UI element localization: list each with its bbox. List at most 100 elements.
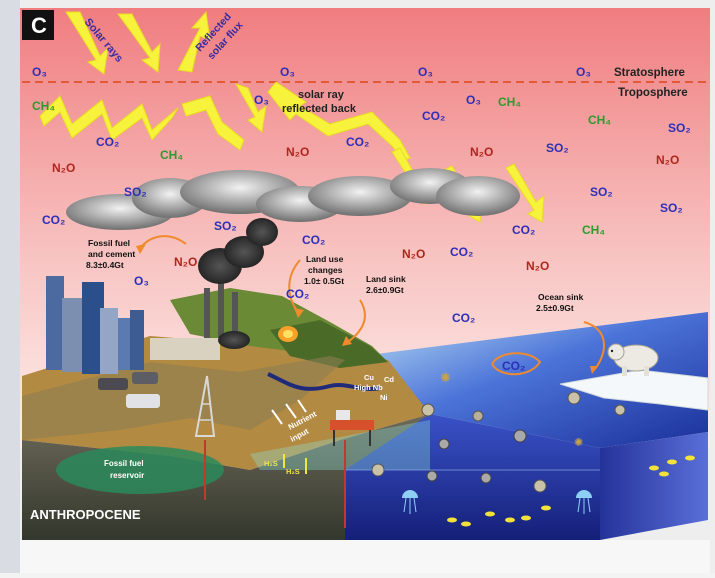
gas-so2: SO₂	[660, 201, 683, 215]
gas-n2o: N₂O	[174, 255, 197, 269]
building-1	[46, 276, 64, 370]
panel-letter: C	[31, 13, 47, 38]
smoke-ground	[218, 331, 250, 349]
ocean-sink-label: Ocean sink	[538, 292, 584, 302]
gas-o3: O₃	[576, 65, 591, 79]
stratosphere-label: Stratosphere	[614, 67, 685, 79]
city-buildings	[46, 276, 144, 374]
clouds	[66, 168, 520, 230]
soil-layer	[22, 356, 345, 440]
gas-co2: CO₂	[452, 311, 475, 325]
smoke-3	[246, 218, 278, 246]
building-3	[82, 282, 104, 374]
ocean-exchange-arrow	[491, 352, 542, 376]
nutrient-arrows	[271, 399, 307, 425]
gas-o3: O₃	[466, 93, 481, 107]
reflected-back-ray	[234, 83, 267, 133]
reflected-back-label-1: solar ray	[298, 89, 345, 101]
gas-so2: SO₂	[546, 141, 569, 155]
gas-o3: O₃	[280, 65, 295, 79]
gas-ch4: CH₄	[32, 99, 55, 113]
gas-co2: CO₂	[512, 223, 535, 237]
land-use-arrow	[288, 259, 301, 313]
bottom-band	[20, 540, 710, 573]
subsurface-soil	[22, 414, 430, 550]
plankton-icon-2: ✺	[574, 437, 583, 449]
reservoir-label-1: Fossil fuel	[104, 459, 144, 468]
forest-patch	[270, 320, 388, 368]
gas-co2: CO₂	[302, 233, 325, 247]
gas-o3: O₃	[32, 65, 47, 79]
h2s-arrows	[283, 454, 307, 474]
reflected-back-label-2: reflected back	[282, 103, 357, 115]
ocean-particles	[371, 391, 626, 493]
gas-o3: O₃	[418, 65, 433, 79]
metal-high-nb: High Nb	[354, 383, 383, 392]
jellyfish-icon	[402, 490, 592, 514]
building-4	[100, 308, 118, 374]
troposphere-label: Troposphere	[618, 87, 688, 99]
reservoir-label-2: reservoir	[110, 471, 144, 480]
flux-arrowheads	[136, 244, 598, 374]
gas-n2o: N₂O	[52, 161, 75, 175]
ocean-sink-value: 2.5±0.9Gt	[536, 303, 574, 313]
reflected-ray	[177, 10, 211, 73]
ocean-sink-arrow	[583, 321, 605, 371]
chimney-3	[232, 292, 238, 338]
gas-n2o: N₂O	[470, 145, 493, 159]
river	[267, 372, 381, 391]
land-use-value: 1.0± 0.5Gt	[304, 276, 344, 286]
gas-so2: SO₂	[668, 121, 691, 135]
h2s-label-2: H₂S	[286, 467, 300, 476]
polar-bear-icon	[607, 343, 659, 376]
h2s-label-1: H₂S	[264, 459, 278, 468]
cloud-5	[308, 176, 412, 216]
solar-ray-2	[117, 13, 161, 73]
gas-co2: CO₂	[346, 135, 369, 149]
car-1	[98, 378, 128, 390]
gas-so2: SO₂	[214, 219, 237, 233]
fossil-value: 8.3±0.4Gt	[86, 260, 124, 270]
era-label: ANTHROPOCENE	[30, 507, 141, 522]
factory-building	[150, 338, 220, 360]
coastal-water	[250, 420, 430, 470]
ocean-side-face	[600, 432, 708, 540]
panel-letter-box	[22, 10, 54, 40]
land-use-label-2: changes	[308, 265, 343, 275]
gas-n2o: N₂O	[402, 247, 425, 261]
gas-o3: O₃	[254, 93, 269, 107]
oil-derrick-icon	[194, 375, 216, 437]
land-sink-value: 2.6±0.9Gt	[366, 285, 404, 295]
cloud-7	[436, 176, 520, 216]
truck	[126, 394, 160, 408]
fossil-label-1: Fossil fuel	[88, 238, 130, 248]
chimney-1	[204, 288, 210, 338]
gas-so2: SO₂	[590, 185, 613, 199]
ray-zigzag-left	[39, 95, 179, 141]
land-sink-arrow	[347, 299, 366, 343]
ocean-front-face	[345, 414, 600, 540]
gas-co2: CO₂	[422, 109, 445, 123]
gas-co2: CO₂	[286, 287, 309, 301]
gas-ch4: CH₄	[498, 95, 521, 109]
building-6	[130, 310, 144, 370]
car-2	[132, 372, 158, 384]
chimney-2	[218, 282, 224, 338]
gas-co2: CO₂	[502, 359, 525, 373]
solar-ray-1	[65, 11, 109, 75]
offshore-platform-icon	[330, 410, 374, 446]
gas-ch4: CH₄	[160, 148, 183, 162]
gas-so2: SO₂	[124, 185, 147, 199]
fish-school-icon	[447, 455, 695, 527]
gas-ch4: CH₄	[582, 223, 605, 237]
gas-co2: CO₂	[42, 213, 65, 227]
land-sink-label: Land sink	[366, 274, 406, 284]
gas-n2o: N₂O	[656, 153, 679, 167]
fossil-label-2: and cement	[88, 249, 135, 259]
gas-ch4: CH₄	[588, 113, 611, 127]
gas-co2: CO₂	[450, 245, 473, 259]
ray-down-2	[505, 163, 545, 223]
gas-co2: CO₂	[96, 135, 119, 149]
